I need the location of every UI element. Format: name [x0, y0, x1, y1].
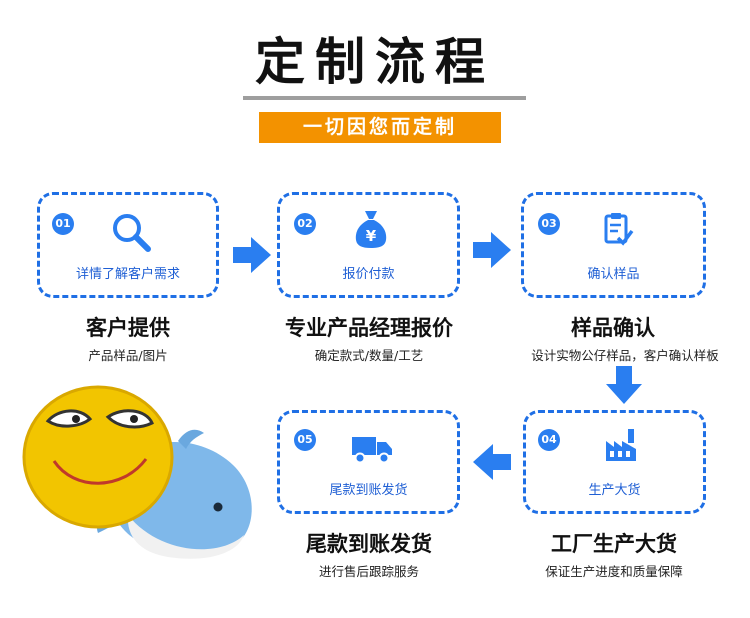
step-number-badge: 04: [538, 429, 560, 451]
clipboard-check-icon: [602, 211, 634, 247]
step-04-card: 04 生产大货: [523, 410, 706, 514]
arrow-right-icon: [473, 232, 511, 272]
step-box-label: 确认样品: [587, 267, 640, 282]
factory-icon: [604, 427, 638, 463]
step-03-card: 03 确认样品: [521, 192, 706, 298]
delivery-truck-icon: [350, 433, 394, 465]
step-number-badge: 02: [294, 213, 316, 235]
step-desc: 进行售后跟踪服务: [318, 564, 419, 579]
step-box-label: 尾款到账发货: [329, 483, 408, 498]
arrow-down-icon: [606, 366, 642, 408]
step-number-badge: 05: [294, 429, 316, 451]
arrow-left-icon: [473, 444, 511, 484]
step-desc: 产品样品/图片: [88, 348, 168, 363]
step-title: 样品确认: [571, 316, 655, 340]
step-01-card: 01 详情了解客户需求: [37, 192, 219, 298]
step-desc: 保证生产进度和质量保障: [545, 564, 683, 579]
step-number-badge: 01: [52, 213, 74, 235]
step-title: 专业产品经理报价: [285, 316, 453, 340]
arrow-right-icon: [233, 237, 271, 277]
step-desc: 设计实物公仔样品，客户确认样板: [531, 348, 719, 363]
page-title: 定制流程: [255, 33, 495, 91]
step-desc: 确定款式/数量/工艺: [314, 348, 424, 363]
step-title: 尾款到账发货: [306, 532, 432, 556]
step-02-card: 02 ¥ 报价付款: [277, 192, 460, 298]
step-box-label: 详情了解客户需求: [75, 267, 180, 282]
title-divider: [243, 96, 526, 100]
svg-text:¥: ¥: [366, 227, 377, 245]
step-title: 工厂生产大货: [551, 532, 677, 556]
money-bag-icon: ¥: [354, 209, 388, 249]
step-05-card: 05 尾款到账发货: [277, 410, 460, 514]
step-box-label: 报价付款: [342, 267, 395, 282]
step-box-label: 生产大货: [588, 483, 641, 498]
subtitle-banner: 一切因您而定制: [259, 112, 501, 143]
step-title: 客户提供: [86, 316, 170, 340]
step-number-badge: 03: [538, 213, 560, 235]
magnifier-icon: [110, 211, 152, 253]
plush-toys-image: [18, 375, 268, 565]
